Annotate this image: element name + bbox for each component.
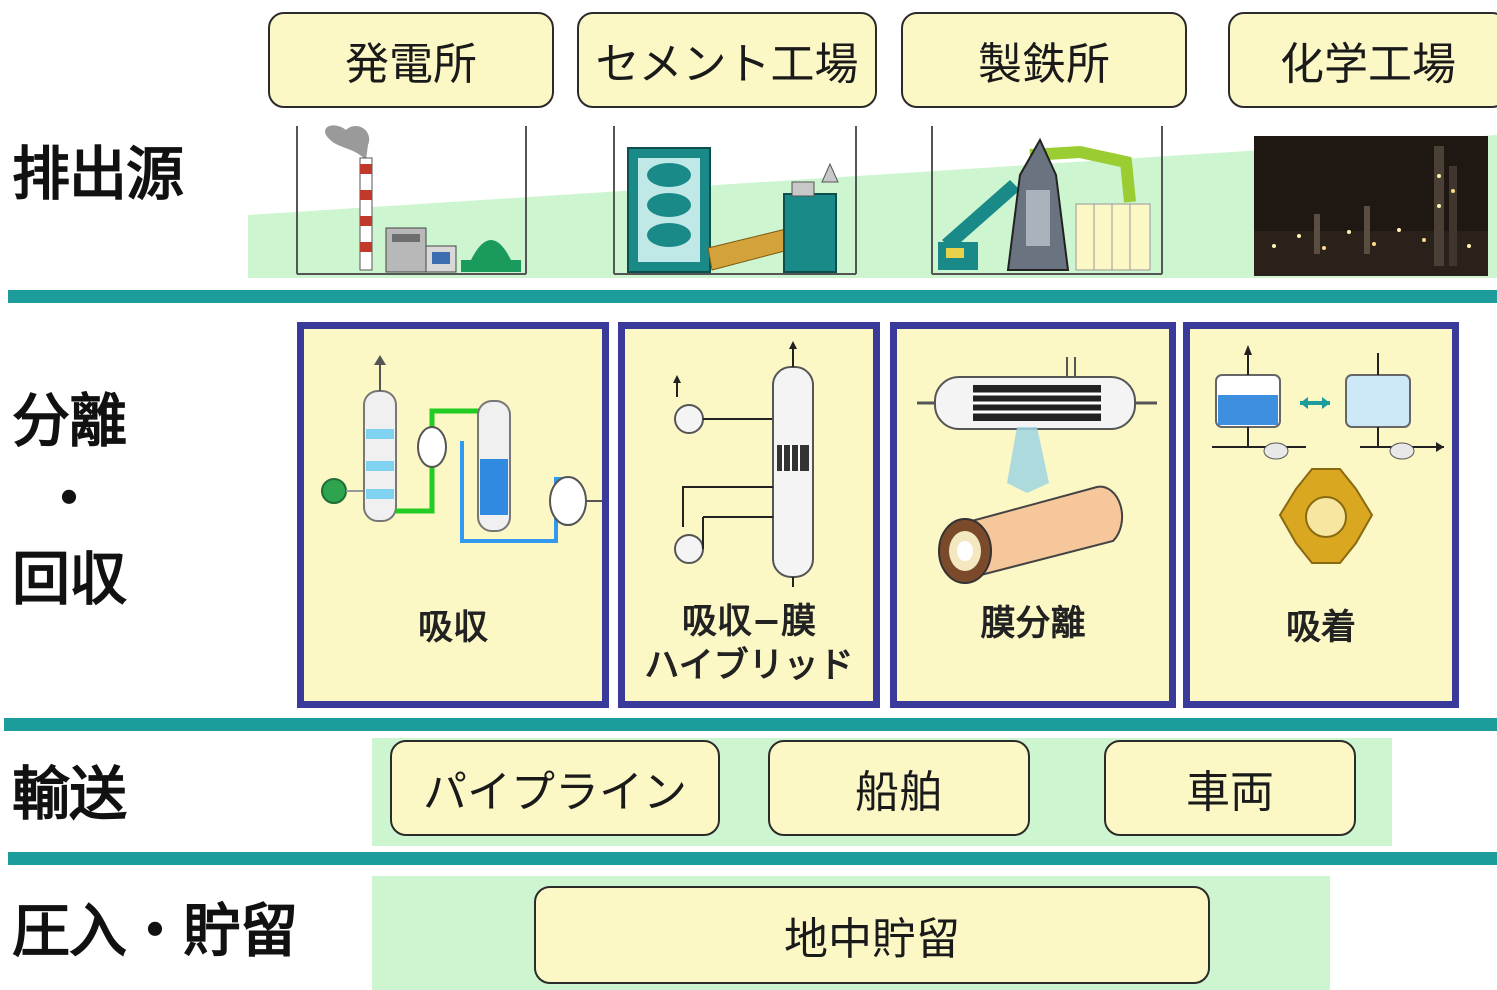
power-plant-illustration (296, 125, 527, 275)
row-label-transport: 輸送 (12, 760, 127, 828)
chemical-plant-photo (1254, 136, 1488, 276)
row-label-capture-line1: 分離 (12, 387, 127, 455)
transport-pipeline-label: パイプライン (390, 740, 720, 836)
storage-underground-label: 地中貯留 (534, 886, 1210, 984)
divider-1 (8, 290, 1497, 303)
sources-slope (248, 135, 1497, 278)
transport-vehicle-label: 車両 (1104, 740, 1356, 836)
capture-label-absorption: 吸収 (417, 608, 488, 648)
capture-label-adsorption: 吸着 (1285, 608, 1356, 648)
row-label-capture-dot: ・ (40, 465, 98, 533)
row-label-capture-line2: 回収 (12, 545, 127, 613)
hybrid-process-icon (673, 341, 814, 587)
source-chemical-plant-label: 化学工場 (1228, 12, 1497, 108)
divider-2 (4, 718, 1497, 731)
row-label-storage: 圧入・貯留 (12, 897, 298, 965)
absorption-process-icon (321, 355, 602, 543)
row-label-sources: 排出源 (12, 140, 184, 208)
membrane-module-icon (917, 357, 1157, 584)
capture-card-adsorption: 吸着 (1183, 322, 1459, 708)
steelworks-illustration (931, 126, 1163, 275)
cement-plant-illustration (613, 126, 857, 275)
source-steelworks-label: 製鉄所 (901, 12, 1187, 108)
capture-card-membrane: 膜分離 (890, 322, 1176, 708)
divider-3 (8, 852, 1497, 865)
source-power-plant-label: 発電所 (268, 12, 554, 108)
capture-label-hybrid-line1: 吸収−膜 (681, 602, 817, 642)
capture-card-absorption: 吸収 (297, 322, 609, 708)
adsorption-process-icon (1212, 345, 1444, 564)
source-cement-plant-label: セメント工場 (577, 12, 877, 108)
transport-ship-label: 船舶 (768, 740, 1030, 836)
capture-label-membrane: 膜分離 (980, 604, 1086, 644)
capture-card-hybrid: 吸収−膜 ハイブリッド (618, 322, 880, 708)
capture-label-hybrid-line2: ハイブリッド (644, 646, 854, 686)
